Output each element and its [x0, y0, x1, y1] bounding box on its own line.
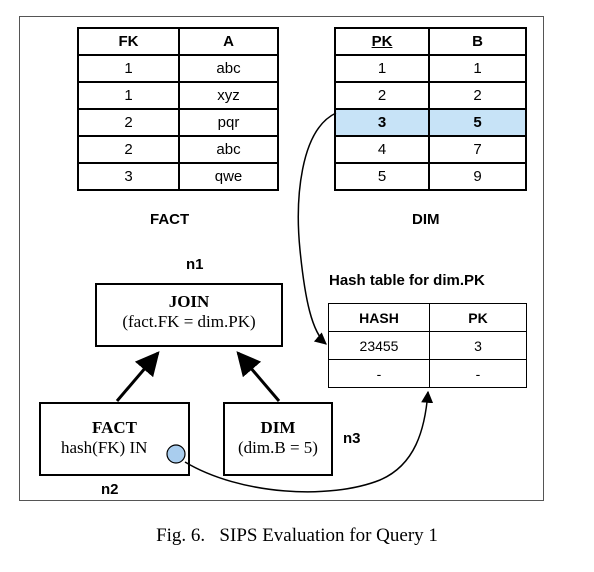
fact-header-a: A [178, 27, 279, 56]
n3-label: n3 [343, 430, 361, 447]
probe-to-hash-arrow [184, 390, 434, 493]
dim-scan-node: DIM (dim.B = 5) [223, 402, 333, 476]
fact-node-filter: hash(FK) IN [61, 438, 148, 457]
fact-scan-node: FACT hash(FK) IN [39, 402, 190, 476]
dim-header-pk: PK [334, 27, 430, 56]
hash-table-title: Hash table for dim.PK [329, 272, 485, 289]
fact-cell: 2 [77, 135, 180, 164]
hash-row: -- [328, 359, 527, 388]
dim-cell: 4 [334, 135, 430, 164]
dim-node-title: DIM [260, 418, 296, 437]
fact-cell: abc [178, 54, 279, 83]
dim-cell: 1 [334, 54, 430, 83]
dim-cell: 2 [334, 81, 430, 110]
dim-cell: 5 [334, 162, 430, 191]
fact-cell: qwe [178, 162, 279, 191]
fact-table-label: FACT [150, 211, 190, 228]
dim-cell: 2 [428, 81, 527, 110]
figure-frame [19, 16, 544, 501]
fact-cell: abc [178, 135, 279, 164]
join-node: JOIN (fact.FK = dim.PK) [95, 283, 283, 347]
fact-cell: 1 [77, 54, 180, 83]
fact-cell: xyz [178, 81, 279, 110]
dim-cell: 3 [334, 108, 430, 137]
figure-caption: Fig. 6. SIPS Evaluation for Query 1 [156, 525, 438, 546]
dim-to-join-arrow [236, 351, 281, 402]
fact-header-fk: FK [77, 27, 180, 56]
join-condition: (fact.FK = dim.PK) [122, 312, 256, 331]
fact-cell: 2 [77, 108, 180, 137]
fact-cell: pqr [178, 108, 279, 137]
n2-label: n2 [101, 481, 119, 498]
dim-cell: 1 [428, 54, 527, 83]
dim-header-b: B [428, 27, 527, 56]
dim-node-filter: (dim.B = 5) [238, 438, 318, 457]
dim-cell: 7 [428, 135, 527, 164]
n1-label: n1 [186, 256, 204, 273]
dim-table-label: DIM [412, 211, 440, 228]
join-title: JOIN [168, 292, 210, 311]
fact-cell: 1 [77, 81, 180, 110]
fact-node-title: FACT [91, 418, 137, 437]
fact-cell: 3 [77, 162, 180, 191]
probe-circle-icon [166, 444, 186, 464]
hash-cell: - [429, 359, 527, 388]
fact-to-join-arrow [115, 351, 160, 402]
hash-cell: - [328, 359, 430, 388]
hash-header-hash: HASH [328, 303, 430, 332]
dim-cell: 5 [428, 108, 527, 137]
dim-cell: 9 [428, 162, 527, 191]
dim-row-to-hash-arrow [297, 112, 337, 345]
